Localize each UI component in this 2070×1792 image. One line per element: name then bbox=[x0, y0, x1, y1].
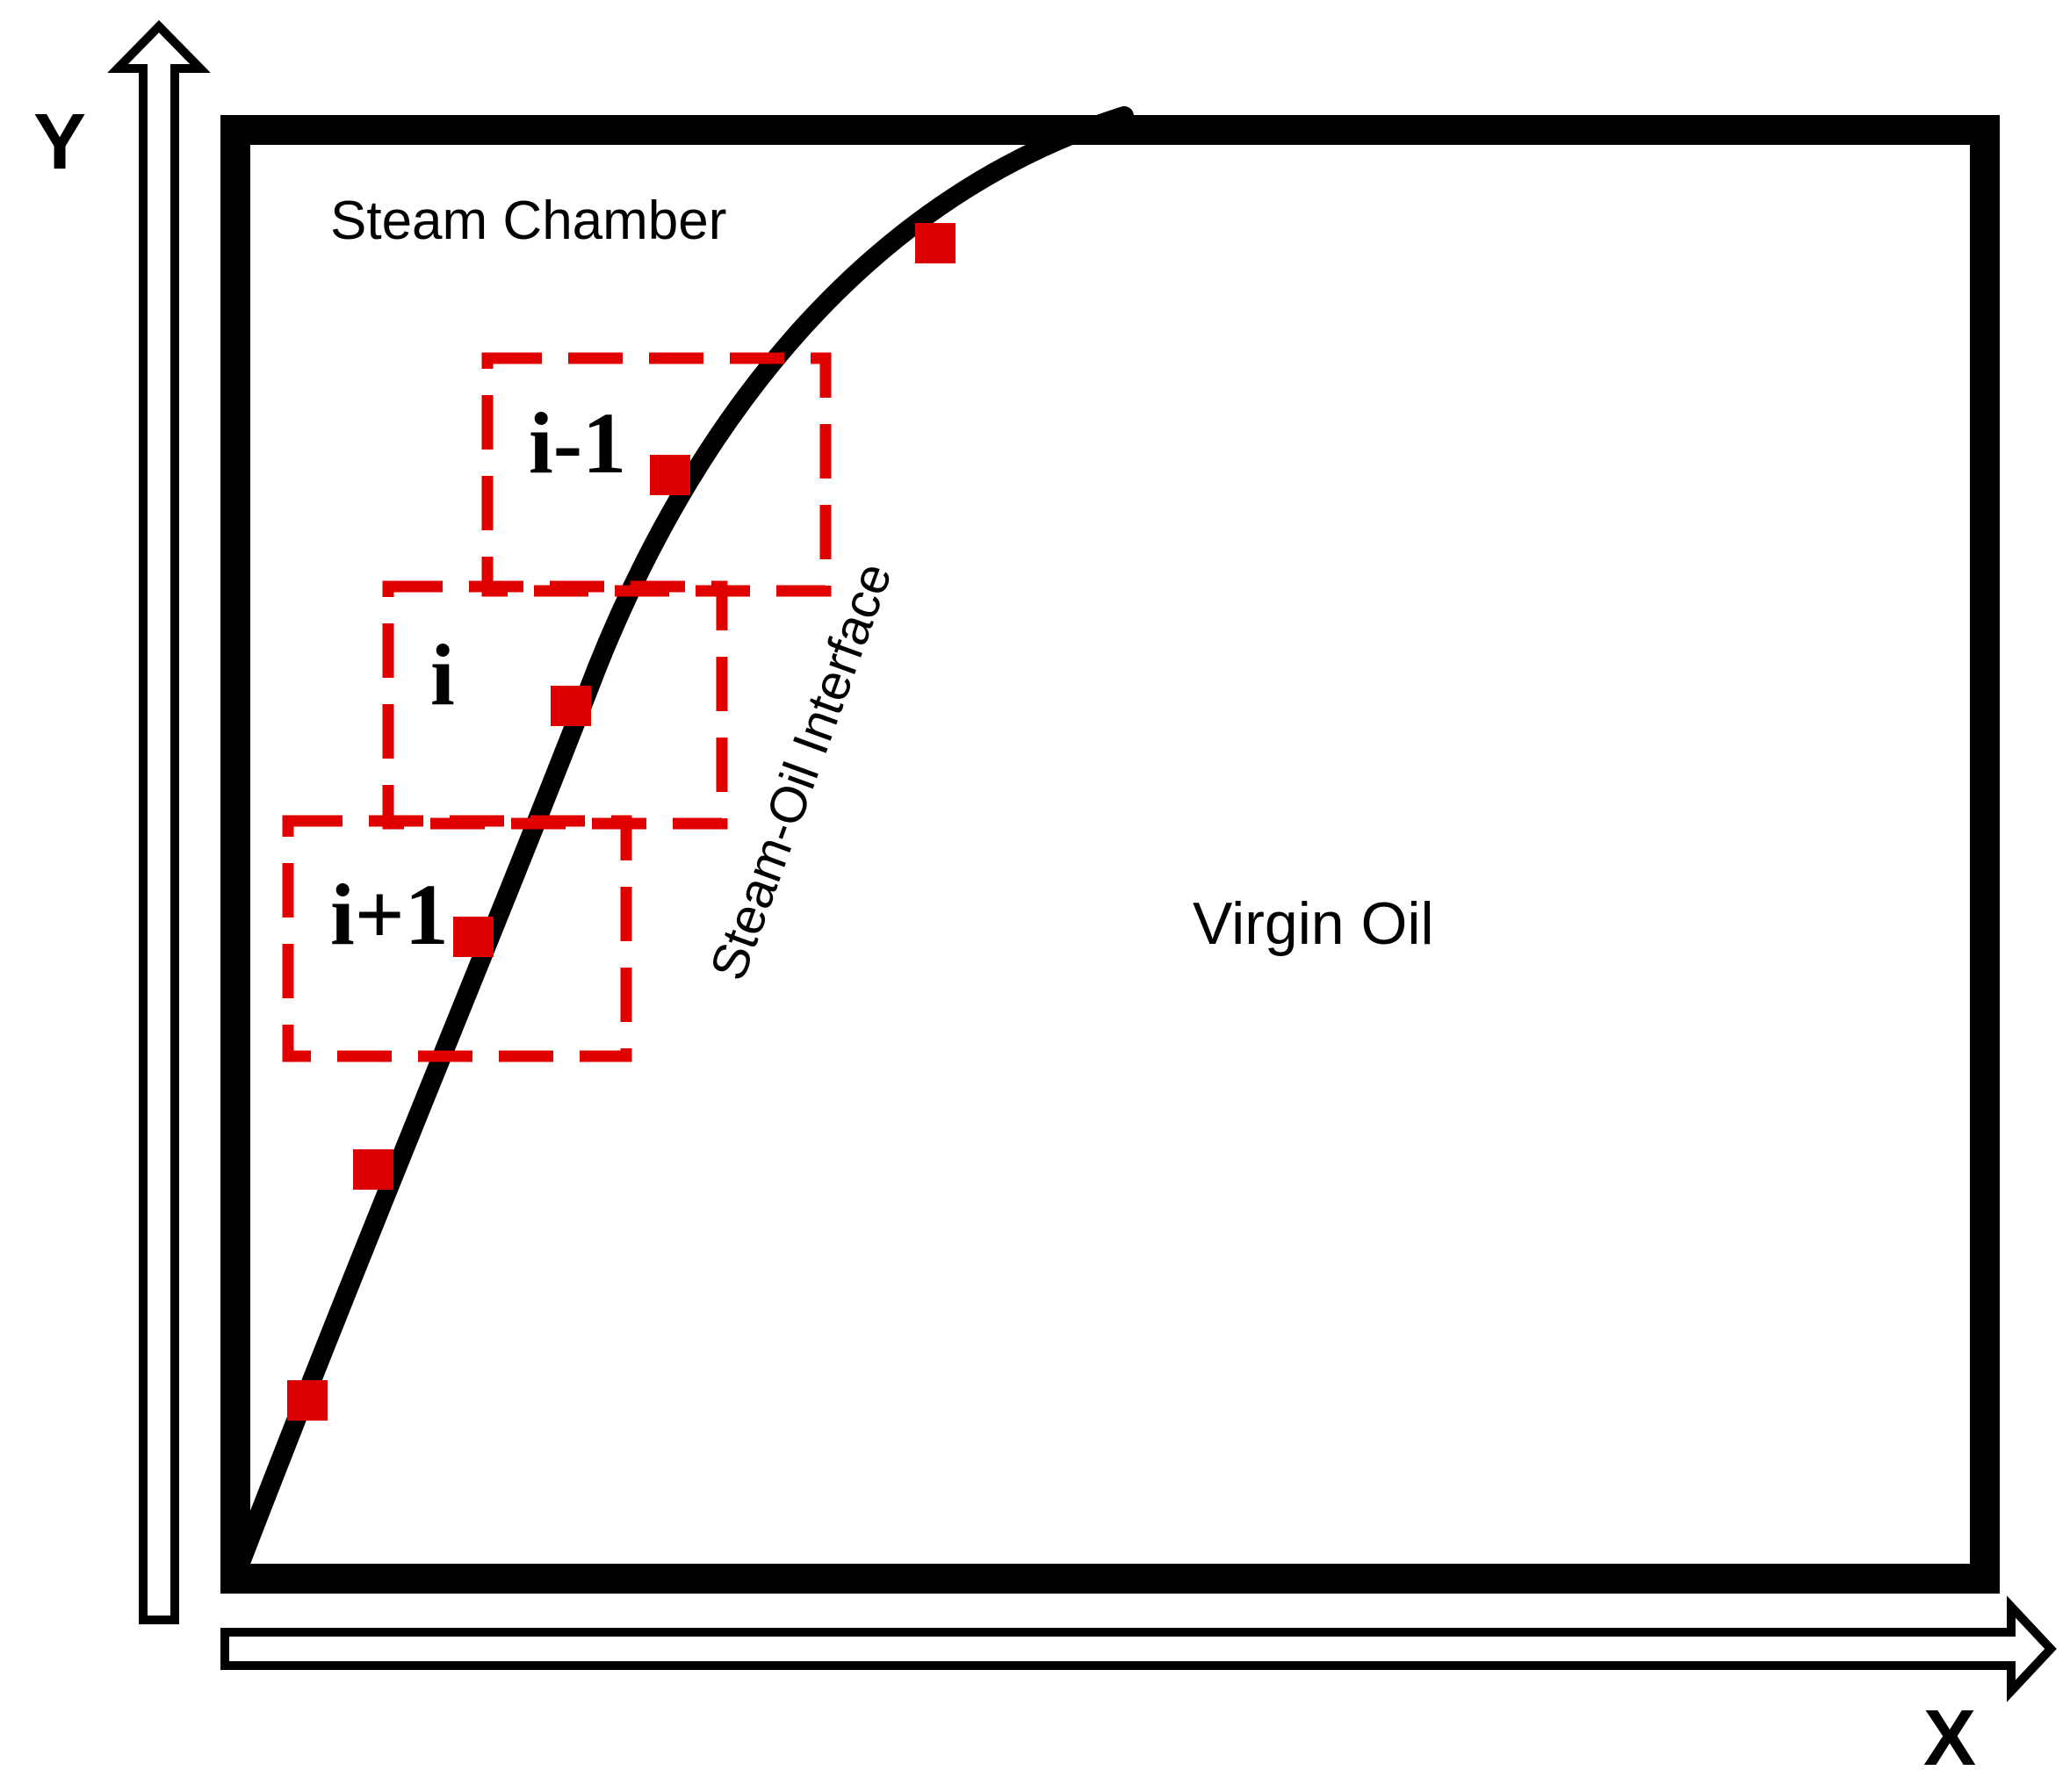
interface-node bbox=[453, 917, 494, 957]
interface-node bbox=[551, 686, 591, 726]
interface-label: Steam-Oil Interface bbox=[699, 556, 903, 988]
y-axis-label: Y bbox=[33, 98, 86, 186]
reservoir-boundary bbox=[220, 115, 2000, 1594]
interface-node bbox=[287, 1380, 328, 1421]
y-axis-arrow bbox=[107, 19, 211, 1624]
cell-label-upper: i-1 bbox=[529, 394, 626, 492]
interface-node bbox=[650, 455, 690, 495]
interface-curve bbox=[227, 106, 1134, 1581]
cell-label-lower: i+1 bbox=[330, 866, 449, 963]
virgin-oil-label: Virgin Oil bbox=[1193, 890, 1434, 957]
x-axis-label: X bbox=[1923, 1695, 1976, 1782]
cell-label-middle: i bbox=[430, 626, 455, 723]
steam-chamber-label: Steam Chamber bbox=[330, 191, 726, 251]
x-axis-arrow bbox=[220, 1595, 2057, 1702]
interface-node bbox=[915, 223, 956, 263]
cell-box-lower bbox=[282, 815, 632, 1062]
interface-node bbox=[353, 1149, 393, 1190]
